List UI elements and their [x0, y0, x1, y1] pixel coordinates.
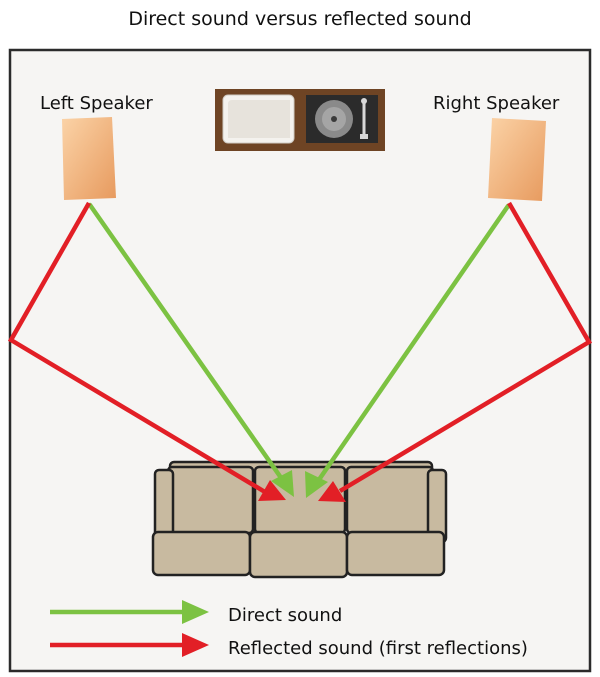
left-reflected-arrowhead — [258, 480, 286, 501]
right-reflected-arrowhead — [318, 481, 346, 502]
legend-reflected-arrowhead — [182, 633, 209, 657]
right-reflected-path — [338, 201, 593, 493]
left-direct-arrowhead — [271, 470, 294, 497]
right-direct-arrowhead — [305, 471, 328, 498]
legend: Direct sound Reflected sound (first refl… — [50, 600, 528, 659]
left-reflected-path — [7, 201, 267, 494]
left-direct-path — [87, 202, 287, 485]
page-title: Direct sound versus reflected sound — [128, 8, 472, 30]
legend-direct-arrowhead — [182, 600, 209, 624]
reflected-sound-paths — [7, 201, 593, 494]
right-direct-path — [313, 203, 511, 487]
direct-sound-paths — [87, 202, 511, 487]
sofa — [151, 460, 448, 579]
left-speaker — [62, 117, 116, 200]
legend-direct-label: Direct sound — [228, 605, 342, 626]
left-speaker-label: Left Speaker — [40, 93, 153, 114]
legend-reflected-label: Reflected sound (first reflections) — [228, 638, 528, 659]
right-speaker — [488, 118, 546, 201]
media-console — [215, 89, 385, 151]
right-speaker-label: Right Speaker — [433, 93, 560, 114]
